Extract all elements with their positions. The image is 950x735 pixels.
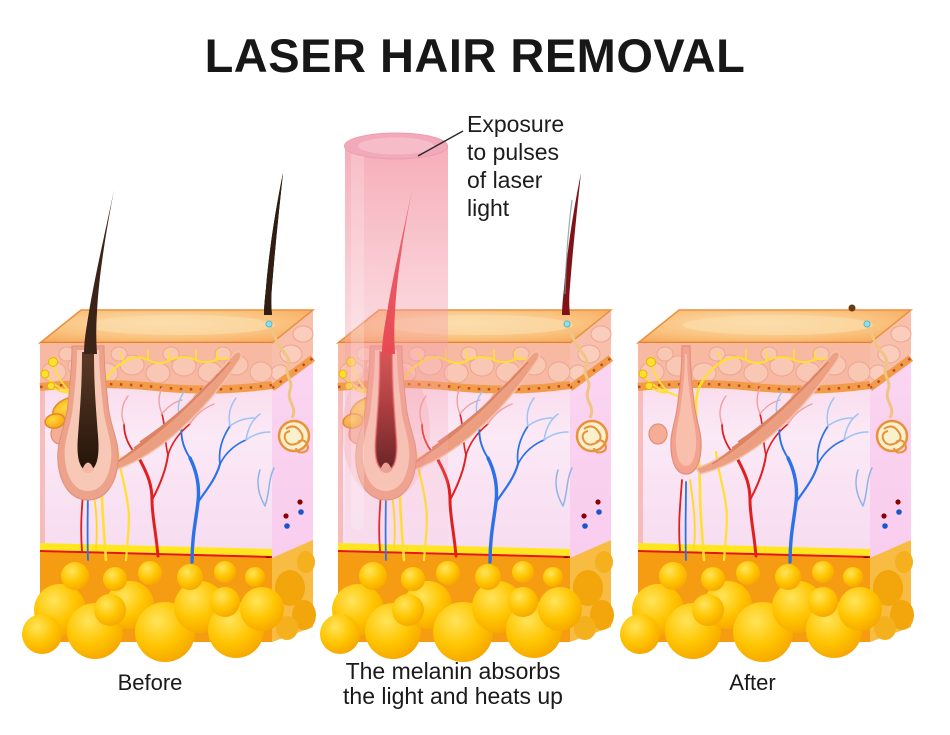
caption-during: The melanin absorbs the light and heats … <box>328 659 578 709</box>
hair-shaft-2 <box>264 173 283 315</box>
removed-hair-spot <box>848 304 856 312</box>
label-pointer-line <box>417 130 464 157</box>
empty-follicle <box>670 345 702 475</box>
laser-exposure-label: Exposure to pulses of laser light <box>467 110 564 222</box>
caption-during-line-1: The melanin absorbs <box>345 658 561 684</box>
skin-block-before <box>22 173 316 662</box>
laser-label-line-3: of laser <box>467 167 543 193</box>
skin-block-during <box>320 132 614 662</box>
skin-block-after <box>620 304 914 663</box>
laser-label-line-2: to pulses <box>467 139 560 165</box>
page-title: LASER HAIR REMOVAL <box>204 29 746 82</box>
laser-label-line-4: light <box>467 195 510 221</box>
caption-after: After <box>729 670 776 695</box>
laser-label-line-1: Exposure <box>467 111 565 137</box>
caption-during-line-2: the light and heats up <box>343 683 563 709</box>
laser-beam <box>344 132 448 566</box>
caption-before: Before <box>117 670 183 695</box>
